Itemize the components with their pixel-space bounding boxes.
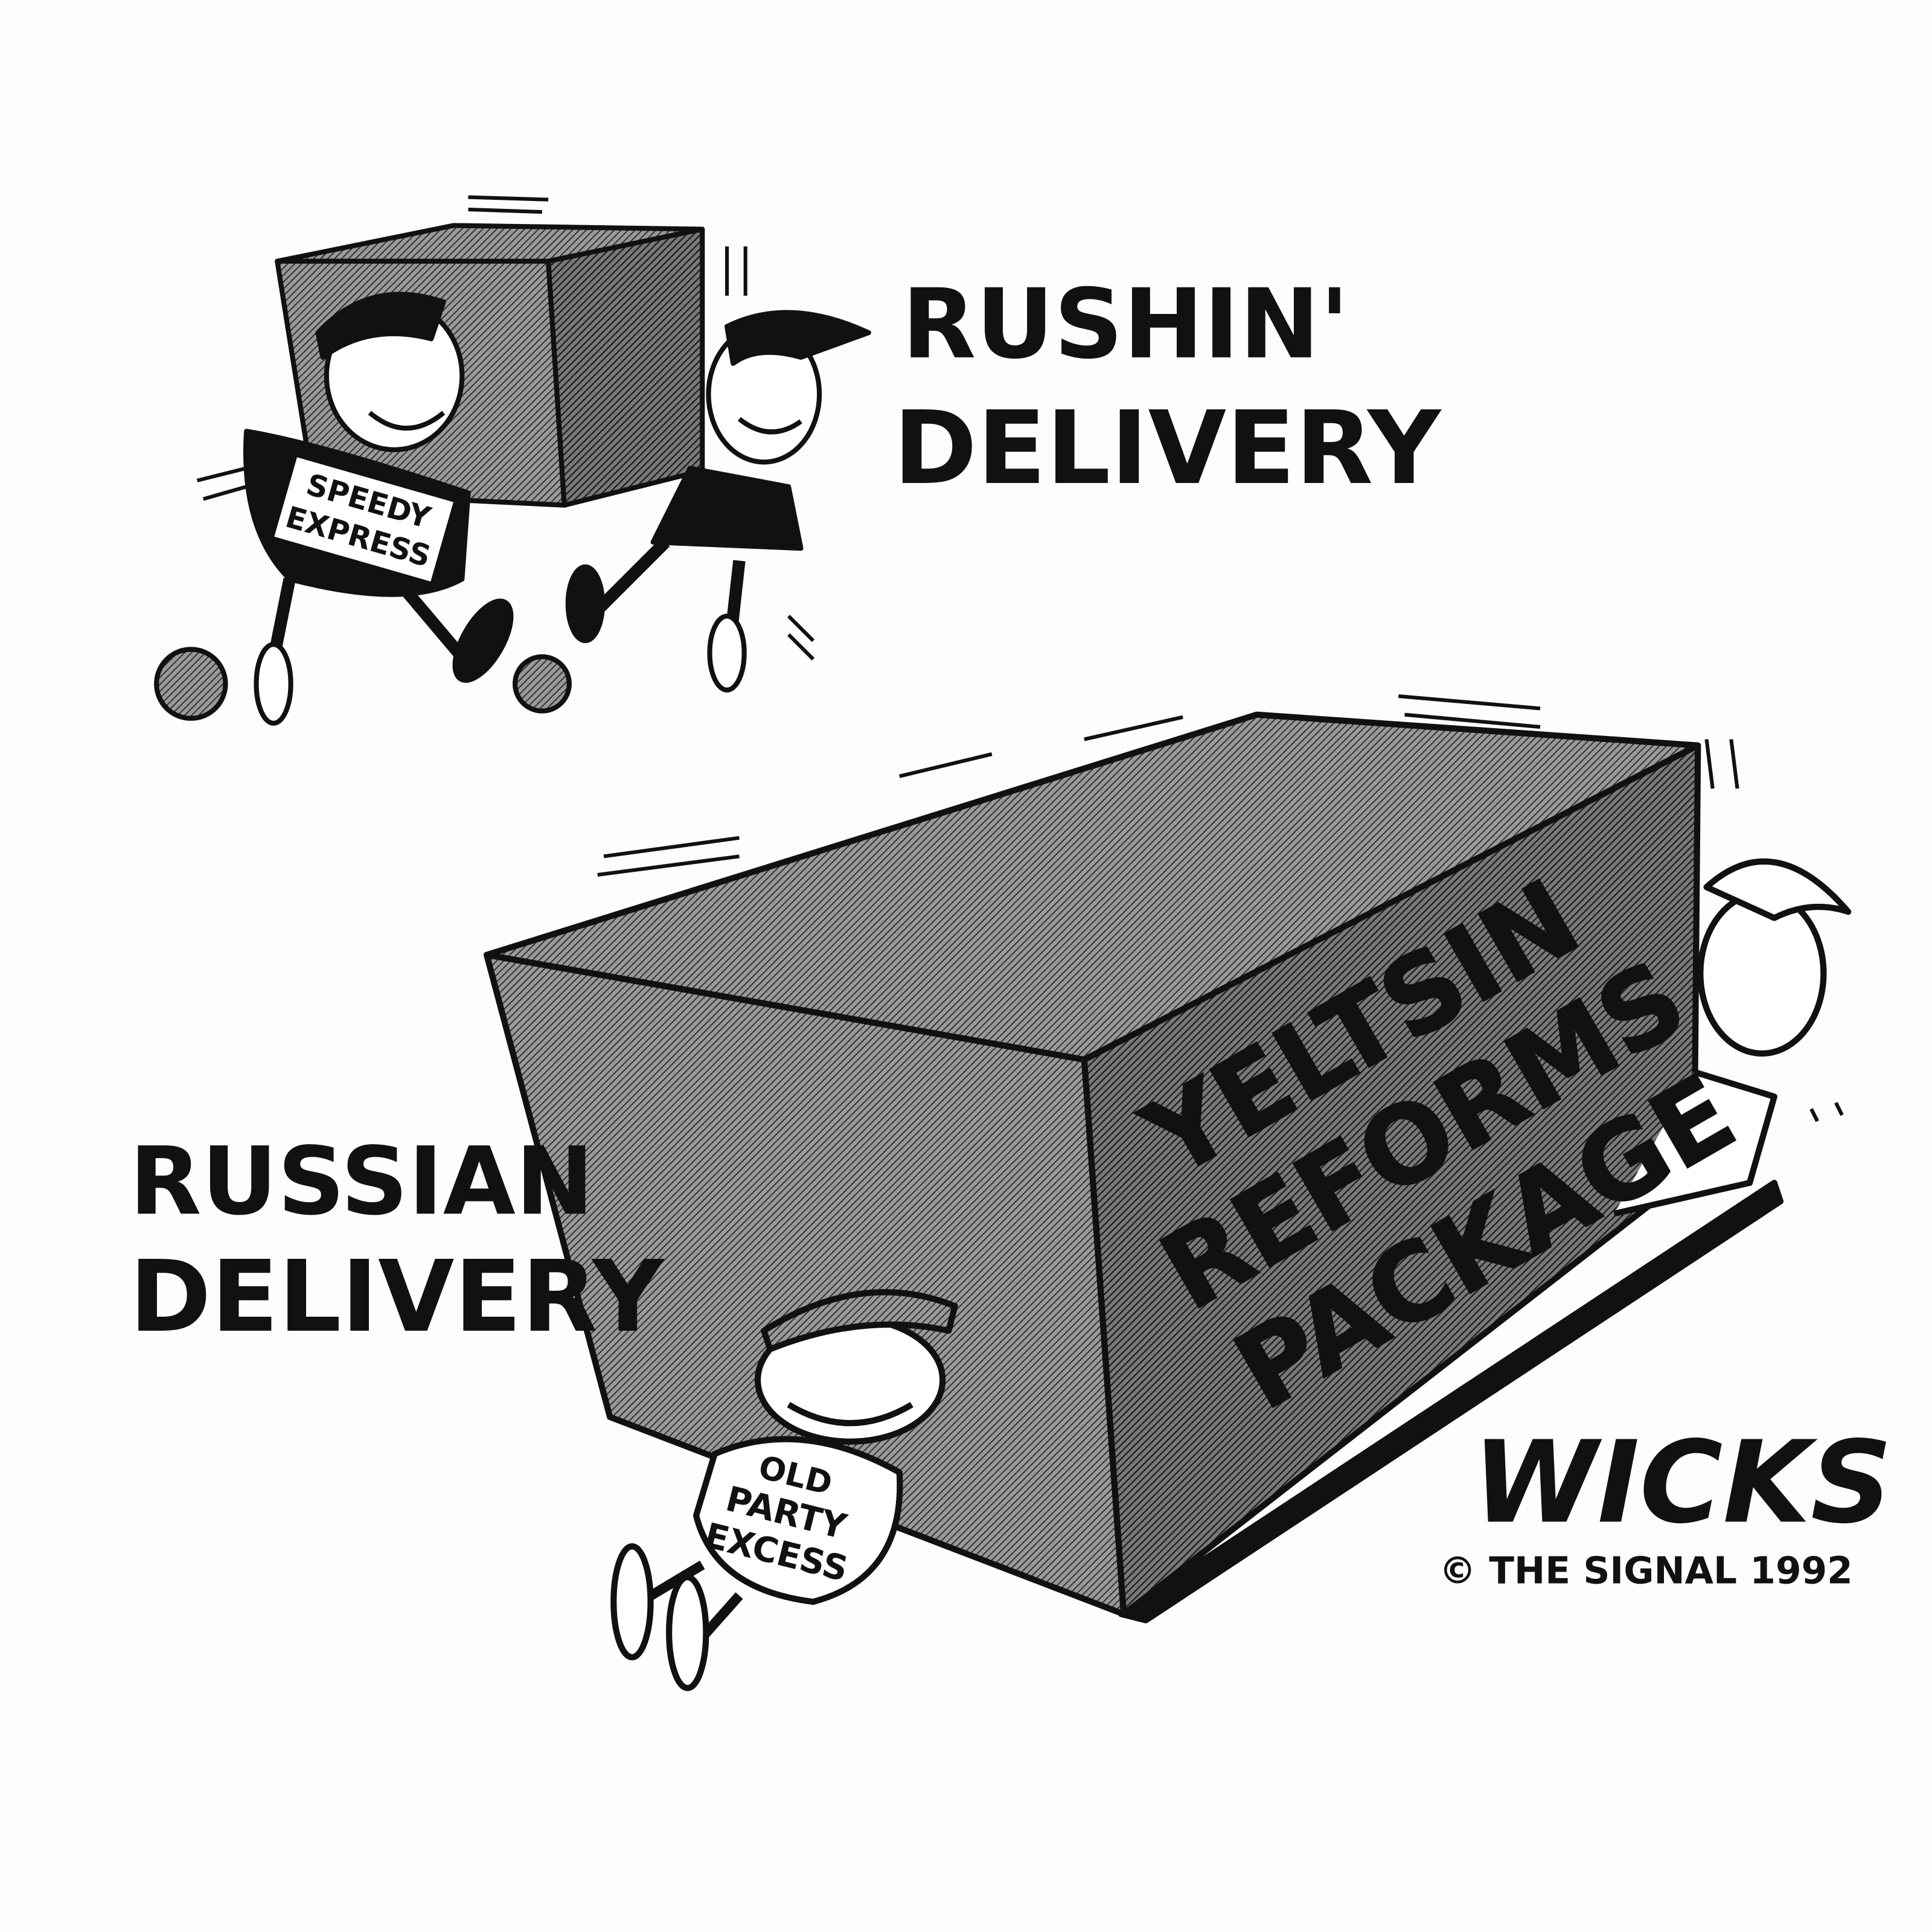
courier-shoe [452,598,514,683]
small-box-side [546,226,705,508]
blocker-shoe [666,1574,709,1692]
speed-lines [597,694,1739,877]
courier-cap [724,310,871,366]
shirt-patch [269,452,458,586]
dust-puff [512,654,572,714]
dust-puff [154,647,228,721]
courier-shoe [565,564,606,644]
bottom-caption-line1: RUSSIAN [129,1127,593,1236]
courier-shoe [254,642,293,726]
copyright-notice: © THE SIGNAL 1992 [1439,1549,1853,1592]
old-party-excess-shirt: OLD PARTY EXCESS [700,1448,851,1590]
courier-body [650,465,804,551]
courier-shoe [707,613,747,693]
courier-cap [315,292,446,360]
artist-signature: WICKS [1473,1417,1892,1549]
blocker-body [693,1436,903,1605]
courier-smile [368,411,446,431]
bottom-caption-line2: DELIVERY [129,1239,664,1354]
blocker-smile [787,1402,913,1427]
sweat-drops [1809,1102,1844,1122]
courier-smile [737,417,802,435]
top-caption-line1: RUSHIN' [902,268,1349,380]
yeltsin-head [1697,890,1827,1057]
big-box-shadow [1118,1180,1784,1623]
top-caption-line2: DELIVERY [894,390,1442,507]
courier-legs [258,578,479,704]
speedy-delivery-scene [154,195,871,726]
blocker-shoe [610,1543,654,1660]
reforms-package-scene [484,694,1852,1692]
yeltsin-body [1613,1069,1777,1217]
speed-lines [196,195,815,661]
yeltsin-hair [1703,858,1852,921]
blocker-cap [761,1289,958,1352]
